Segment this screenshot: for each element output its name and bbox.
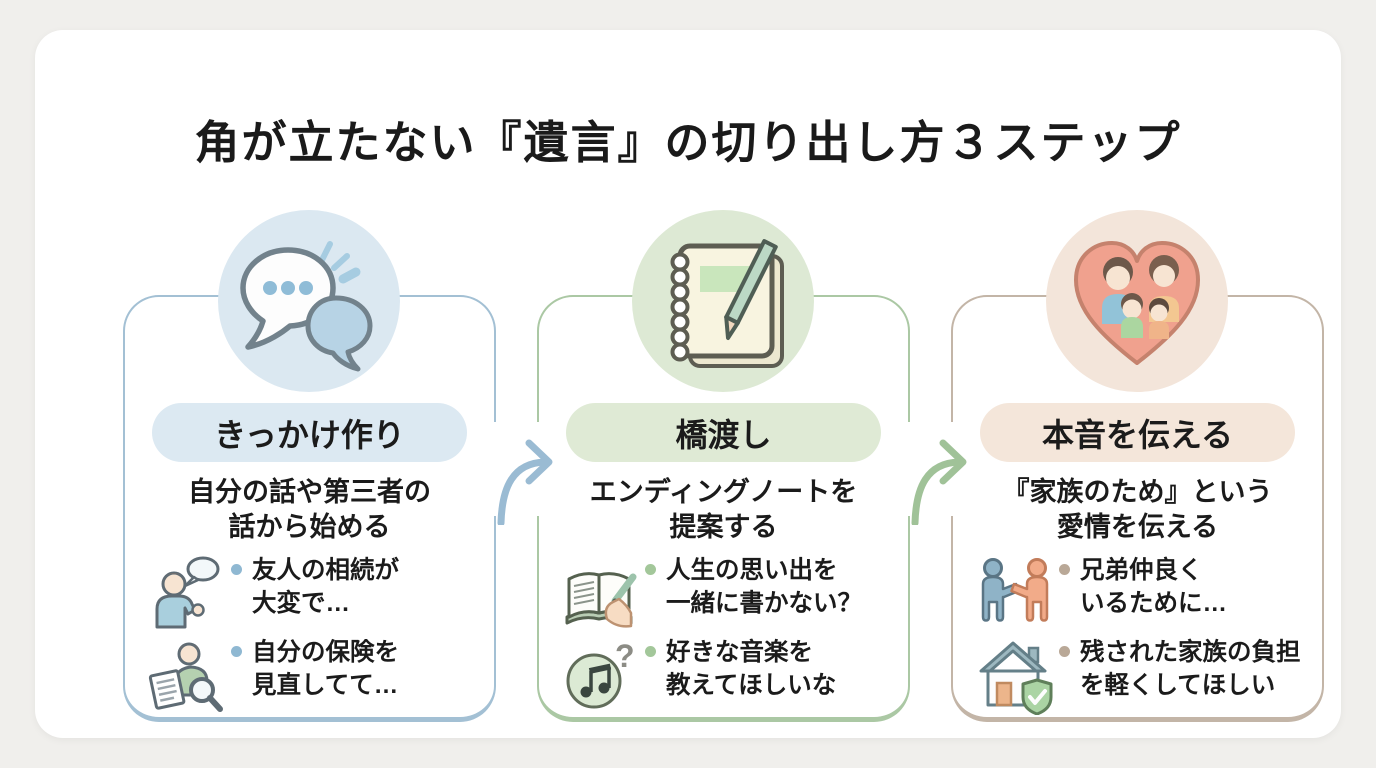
step-2: 橋渡し エンディングノートを 提案する xyxy=(537,208,910,724)
step-2-title: 橋渡し xyxy=(675,416,772,453)
bullet-line: 自分の保険を xyxy=(252,639,399,666)
subtitle-line: 愛情を伝える xyxy=(1056,512,1219,542)
arrow-right-icon xyxy=(497,439,553,525)
notebook-pen-icon xyxy=(670,239,784,368)
bullet-line: 友人の相続が xyxy=(252,557,399,584)
step-3-subtitle: 『家族のため』という 愛情を伝える xyxy=(953,475,1322,545)
bullet-line: 見直してて… xyxy=(252,672,399,699)
bullet-dot xyxy=(1059,564,1070,575)
subtitle-line: 『家族のため』という xyxy=(1002,477,1273,507)
step-1-heading-pill: きっかけ作り xyxy=(152,403,467,462)
step-1-subtitle: 自分の話や第三者の 話から始める xyxy=(125,475,494,545)
step-3-heading-pill: 本音を伝える xyxy=(980,403,1295,462)
step-3-title: 本音を伝える xyxy=(1041,416,1234,453)
subtitle-line: 自分の話や第三者の xyxy=(188,477,431,507)
house-shield-icon xyxy=(975,635,1055,716)
step-2-heading-pill: 橋渡し xyxy=(566,403,881,462)
bullet-line: いるために… xyxy=(1080,590,1227,617)
bullet-line: 好きな音楽を xyxy=(666,639,813,666)
step-3-card: 本音を伝える 『家族のため』という 愛情を伝える 兄弟仲良く xyxy=(951,295,1324,722)
bullet-dot xyxy=(645,564,656,575)
speech-bubbles-icon xyxy=(240,241,373,372)
bullet-line: 大変で… xyxy=(252,590,350,617)
person-talking-icon xyxy=(147,553,227,633)
person-reviewing-document-icon xyxy=(147,635,227,715)
bullet-line: を軽くしてほしい xyxy=(1080,672,1276,699)
bullet-item: ? 好きな音楽を 教えてほしいな xyxy=(561,635,836,715)
bullet-line: 残された家族の負担 xyxy=(1080,639,1301,666)
step-2-subtitle: エンディングノートを 提案する xyxy=(539,475,908,545)
family-heart-icon xyxy=(1074,241,1200,365)
bullet-item: 人生の思い出を 一緒に書かない？ xyxy=(561,553,862,633)
step-3-icon-circle xyxy=(1046,210,1228,392)
bullet-dot xyxy=(645,646,656,657)
infographic-panel: 角が立たない『遺言』の切り出し方３ステップ きっかけ作り 自分の話や第三者の 話… xyxy=(35,30,1341,738)
svg-text:?: ? xyxy=(615,638,635,674)
bullet-dot xyxy=(1059,646,1070,657)
subtitle-line: エンディングノートを xyxy=(589,477,858,507)
bullet-dot xyxy=(231,564,242,575)
subtitle-line: 提案する xyxy=(669,512,778,542)
bullet-item: 自分の保険を 見直してて… xyxy=(147,635,399,715)
step-1: きっかけ作り 自分の話や第三者の 話から始める xyxy=(123,208,496,724)
step-2-icon-circle xyxy=(632,210,814,392)
subtitle-line: 話から始める xyxy=(228,512,391,542)
bullet-item: 残された家族の負担 を軽くしてほしい xyxy=(975,635,1301,716)
bullet-item: 兄弟仲良く いるために… xyxy=(975,553,1227,633)
bullet-line: 教えてほしいな xyxy=(666,672,837,699)
bullet-dot xyxy=(231,646,242,657)
music-note-question-icon: ? xyxy=(561,635,641,715)
bullet-item: 友人の相続が 大変で… xyxy=(147,553,399,633)
step-1-icon-circle xyxy=(218,210,400,392)
bullet-line: 一緒に書かない？ xyxy=(666,590,862,617)
handshake-icon xyxy=(975,553,1055,633)
bullet-line: 人生の思い出を xyxy=(666,557,838,584)
arrow-right-icon xyxy=(911,439,967,525)
step-1-title: きっかけ作り xyxy=(214,416,405,453)
open-book-writing-icon xyxy=(561,553,641,633)
page-title: 角が立たない『遺言』の切り出し方３ステップ xyxy=(194,117,1182,168)
step-3: 本音を伝える 『家族のため』という 愛情を伝える 兄弟仲良く xyxy=(951,208,1324,724)
bullet-line: 兄弟仲良く xyxy=(1080,557,1203,584)
